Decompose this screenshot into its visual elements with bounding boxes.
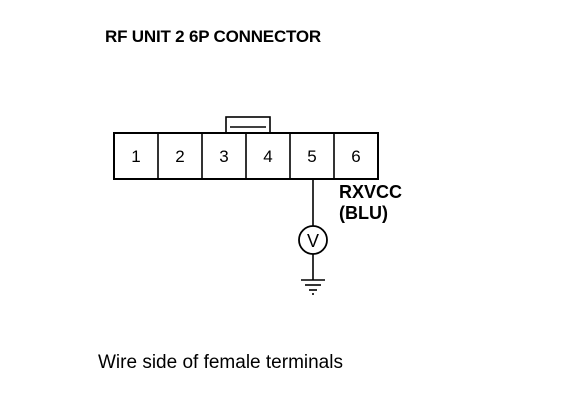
pin-cell-3: 3 (201, 133, 229, 179)
pin-number: 2 (175, 147, 184, 166)
pin-cell-6: 6 (333, 133, 361, 179)
diagram-title: RF UNIT 2 6P CONNECTOR (105, 27, 322, 46)
pin-number: 1 (131, 147, 140, 166)
pin-number: 3 (219, 147, 228, 166)
pin-cell-4: 4 (245, 133, 273, 179)
pin-cell-5: 5 (289, 133, 317, 179)
voltmeter-symbol: V (307, 231, 319, 251)
wire-color-label: (BLU) (339, 203, 388, 223)
pin-cell-2: 2 (157, 133, 185, 179)
pin-number: 6 (351, 147, 360, 166)
ground-icon (301, 279, 325, 295)
voltmeter-icon: V (298, 225, 328, 255)
connector-lock-tab (225, 116, 271, 134)
connector-pins: 1 2 3 4 5 6 (131, 133, 361, 179)
pin-cell-1: 1 (131, 147, 140, 166)
pin-number: 4 (263, 147, 272, 166)
pin-number: 5 (307, 147, 316, 166)
wire-signal-label: RXVCC (339, 182, 403, 202)
diagram-caption: Wire side of female terminals (98, 352, 343, 373)
